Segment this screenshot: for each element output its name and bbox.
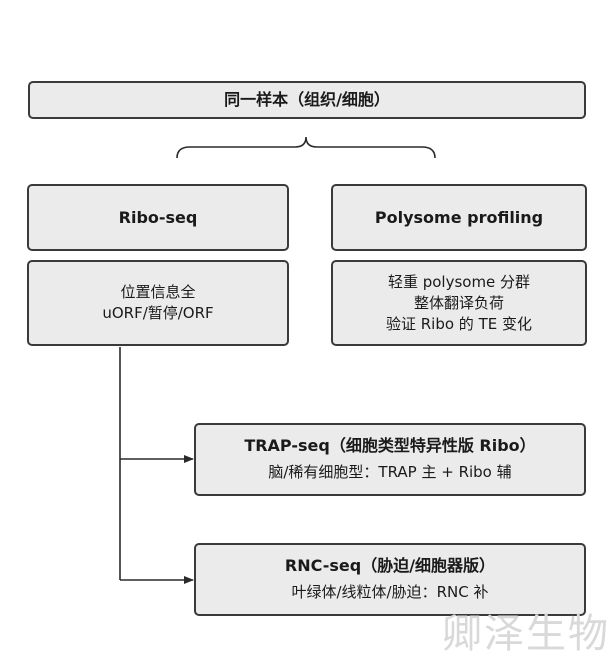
ribo-seq-title: Ribo-seq bbox=[118, 207, 198, 227]
ribo-seq-header-box: Ribo-seq bbox=[27, 184, 289, 251]
ribo-seq-line-2: uORF/暂停/ORF bbox=[102, 304, 214, 322]
trap-seq-line: 脑/稀有细胞型：TRAP 主 + Ribo 辅 bbox=[268, 463, 512, 481]
rnc-seq-box: RNC-seq（胁迫/细胞器版） 叶绿体/线粒体/胁迫：RNC 补 bbox=[194, 543, 586, 616]
trap-seq-box: TRAP-seq（细胞类型特异性版 Ribo） 脑/稀有细胞型：TRAP 主 +… bbox=[194, 423, 586, 496]
polysome-header-box: Polysome profiling bbox=[331, 184, 587, 251]
ribo-seq-line-1: 位置信息全 bbox=[120, 283, 196, 301]
polysome-line-2: 整体翻译负荷 bbox=[413, 293, 504, 312]
trap-seq-title: TRAP-seq（细胞类型特异性版 Ribo） bbox=[244, 436, 536, 455]
polysome-line-1: 轻重 polysome 分群 bbox=[387, 272, 531, 291]
brand-watermark: 卿泽生物 bbox=[442, 611, 610, 657]
polysome-line-3: 验证 Ribo 的 TE 变化 bbox=[385, 314, 532, 333]
polysome-detail-box: 轻重 polysome 分群 整体翻译负荷 验证 Ribo 的 TE 变化 bbox=[331, 260, 587, 346]
polysome-title: Polysome profiling bbox=[374, 207, 544, 227]
ribo-seq-detail-box: 位置信息全 uORF/暂停/ORF bbox=[27, 260, 289, 346]
sample-title: 同一样本（组织/细胞） bbox=[224, 90, 390, 109]
sample-box: 同一样本（组织/细胞） bbox=[28, 81, 586, 119]
rnc-seq-title: RNC-seq（胁迫/细胞器版） bbox=[284, 556, 496, 575]
split-brace bbox=[176, 136, 436, 159]
rnc-seq-line: 叶绿体/线粒体/胁迫：RNC 补 bbox=[291, 583, 489, 601]
